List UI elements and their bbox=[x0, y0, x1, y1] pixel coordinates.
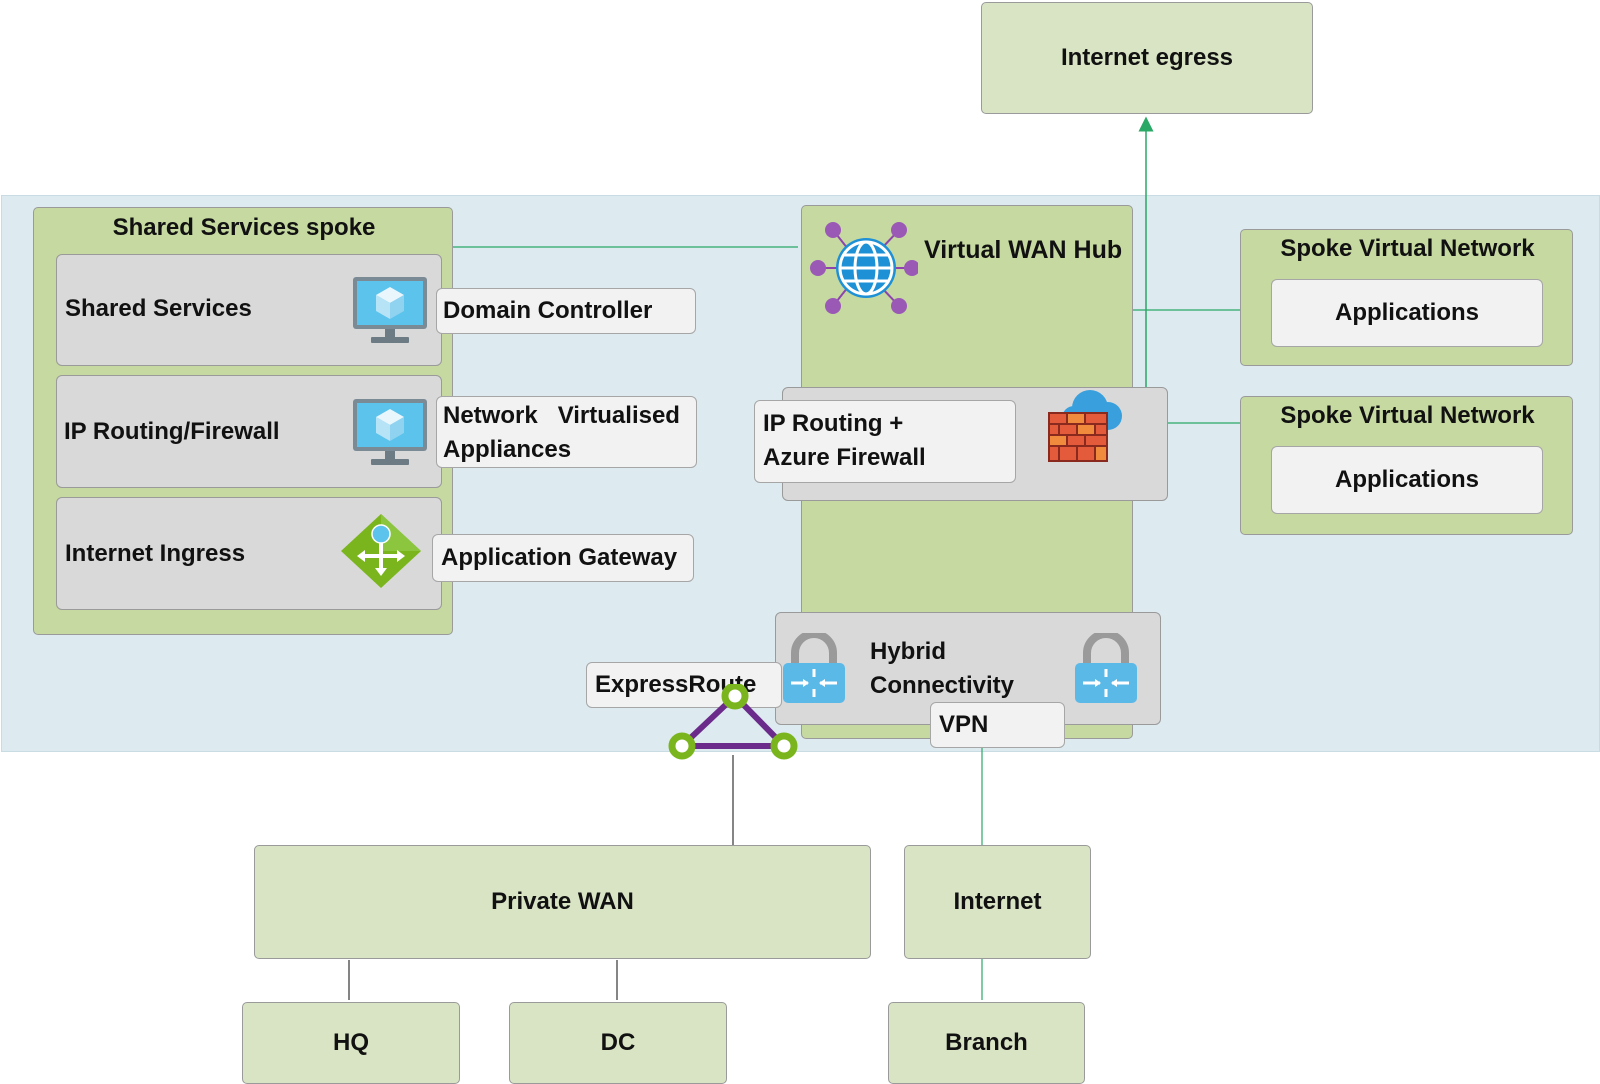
internet-label: Internet bbox=[953, 888, 1042, 915]
spoke-vnet-2: Spoke Virtual Network Applications bbox=[1240, 396, 1573, 535]
internet-egress-box: Internet egress bbox=[981, 2, 1313, 114]
internet-egress-label: Internet egress bbox=[1060, 44, 1234, 71]
azure-firewall-callout: IP Routing + Azure Firewall bbox=[754, 400, 1016, 483]
hybrid-label-line1: Hybrid bbox=[870, 638, 947, 665]
firewall-cloud-icon bbox=[1048, 390, 1122, 462]
globe-network-icon bbox=[810, 222, 918, 314]
internet-ingress-row: Internet Ingress bbox=[56, 497, 442, 610]
vpn-gateway-lock-icon bbox=[783, 633, 845, 703]
spoke-1-applications-label: Applications bbox=[1334, 299, 1479, 326]
nva-callout: Network Virtualised Appliances bbox=[436, 396, 697, 468]
dc-box: DC bbox=[509, 1002, 727, 1084]
virtual-wan-hub-title: Virtual WAN Hub bbox=[924, 236, 1123, 264]
nva-label-line1: Network Virtualised bbox=[443, 402, 680, 429]
nva-label-line2: Appliances bbox=[443, 436, 572, 463]
branch-box: Branch bbox=[888, 1002, 1085, 1084]
vpn-callout: VPN bbox=[930, 702, 1065, 748]
vpn-gateway-lock-icon bbox=[1075, 633, 1137, 703]
dc-label: DC bbox=[600, 1029, 636, 1056]
shared-services-label: Shared Services bbox=[65, 295, 252, 322]
monitor-cube-icon bbox=[353, 277, 427, 343]
spoke-vnet-2-title: Spoke Virtual Network bbox=[1280, 402, 1535, 429]
spoke-1-applications: Applications bbox=[1271, 279, 1543, 347]
spoke-2-applications: Applications bbox=[1271, 446, 1543, 514]
private-wan-box: Private WAN bbox=[254, 845, 871, 959]
ip-routing-firewall-label: IP Routing/Firewall bbox=[64, 418, 280, 445]
ip-routing-firewall-row: IP Routing/Firewall bbox=[56, 375, 442, 488]
shared-services-row: Shared Services bbox=[56, 254, 442, 366]
application-gateway-label: Application Gateway bbox=[441, 544, 678, 571]
spoke-2-applications-label: Applications bbox=[1334, 466, 1479, 493]
private-wan-label: Private WAN bbox=[491, 888, 634, 915]
monitor-cube-icon bbox=[353, 399, 427, 465]
domain-controller-callout: Domain Controller bbox=[436, 288, 696, 334]
spoke-vnet-1-title: Spoke Virtual Network bbox=[1280, 235, 1535, 262]
firewall-label-line1: IP Routing + bbox=[763, 410, 904, 437]
internet-box: Internet bbox=[904, 845, 1091, 959]
hybrid-label-line2: Connectivity bbox=[870, 672, 1015, 699]
expressroute-triangle-icon bbox=[668, 684, 798, 760]
firewall-label-line2: Azure Firewall bbox=[763, 444, 926, 471]
app-gateway-icon bbox=[341, 514, 421, 588]
vpn-label: VPN bbox=[939, 711, 989, 738]
application-gateway-callout: Application Gateway bbox=[432, 534, 694, 582]
hq-label: HQ bbox=[333, 1029, 369, 1056]
branch-label: Branch bbox=[945, 1029, 1028, 1056]
internet-ingress-label: Internet Ingress bbox=[65, 540, 246, 567]
domain-controller-label: Domain Controller bbox=[443, 297, 653, 324]
shared-spoke-title: Shared Services spoke bbox=[112, 214, 376, 241]
spoke-vnet-1: Spoke Virtual Network Applications bbox=[1240, 229, 1573, 366]
hq-box: HQ bbox=[242, 1002, 460, 1084]
